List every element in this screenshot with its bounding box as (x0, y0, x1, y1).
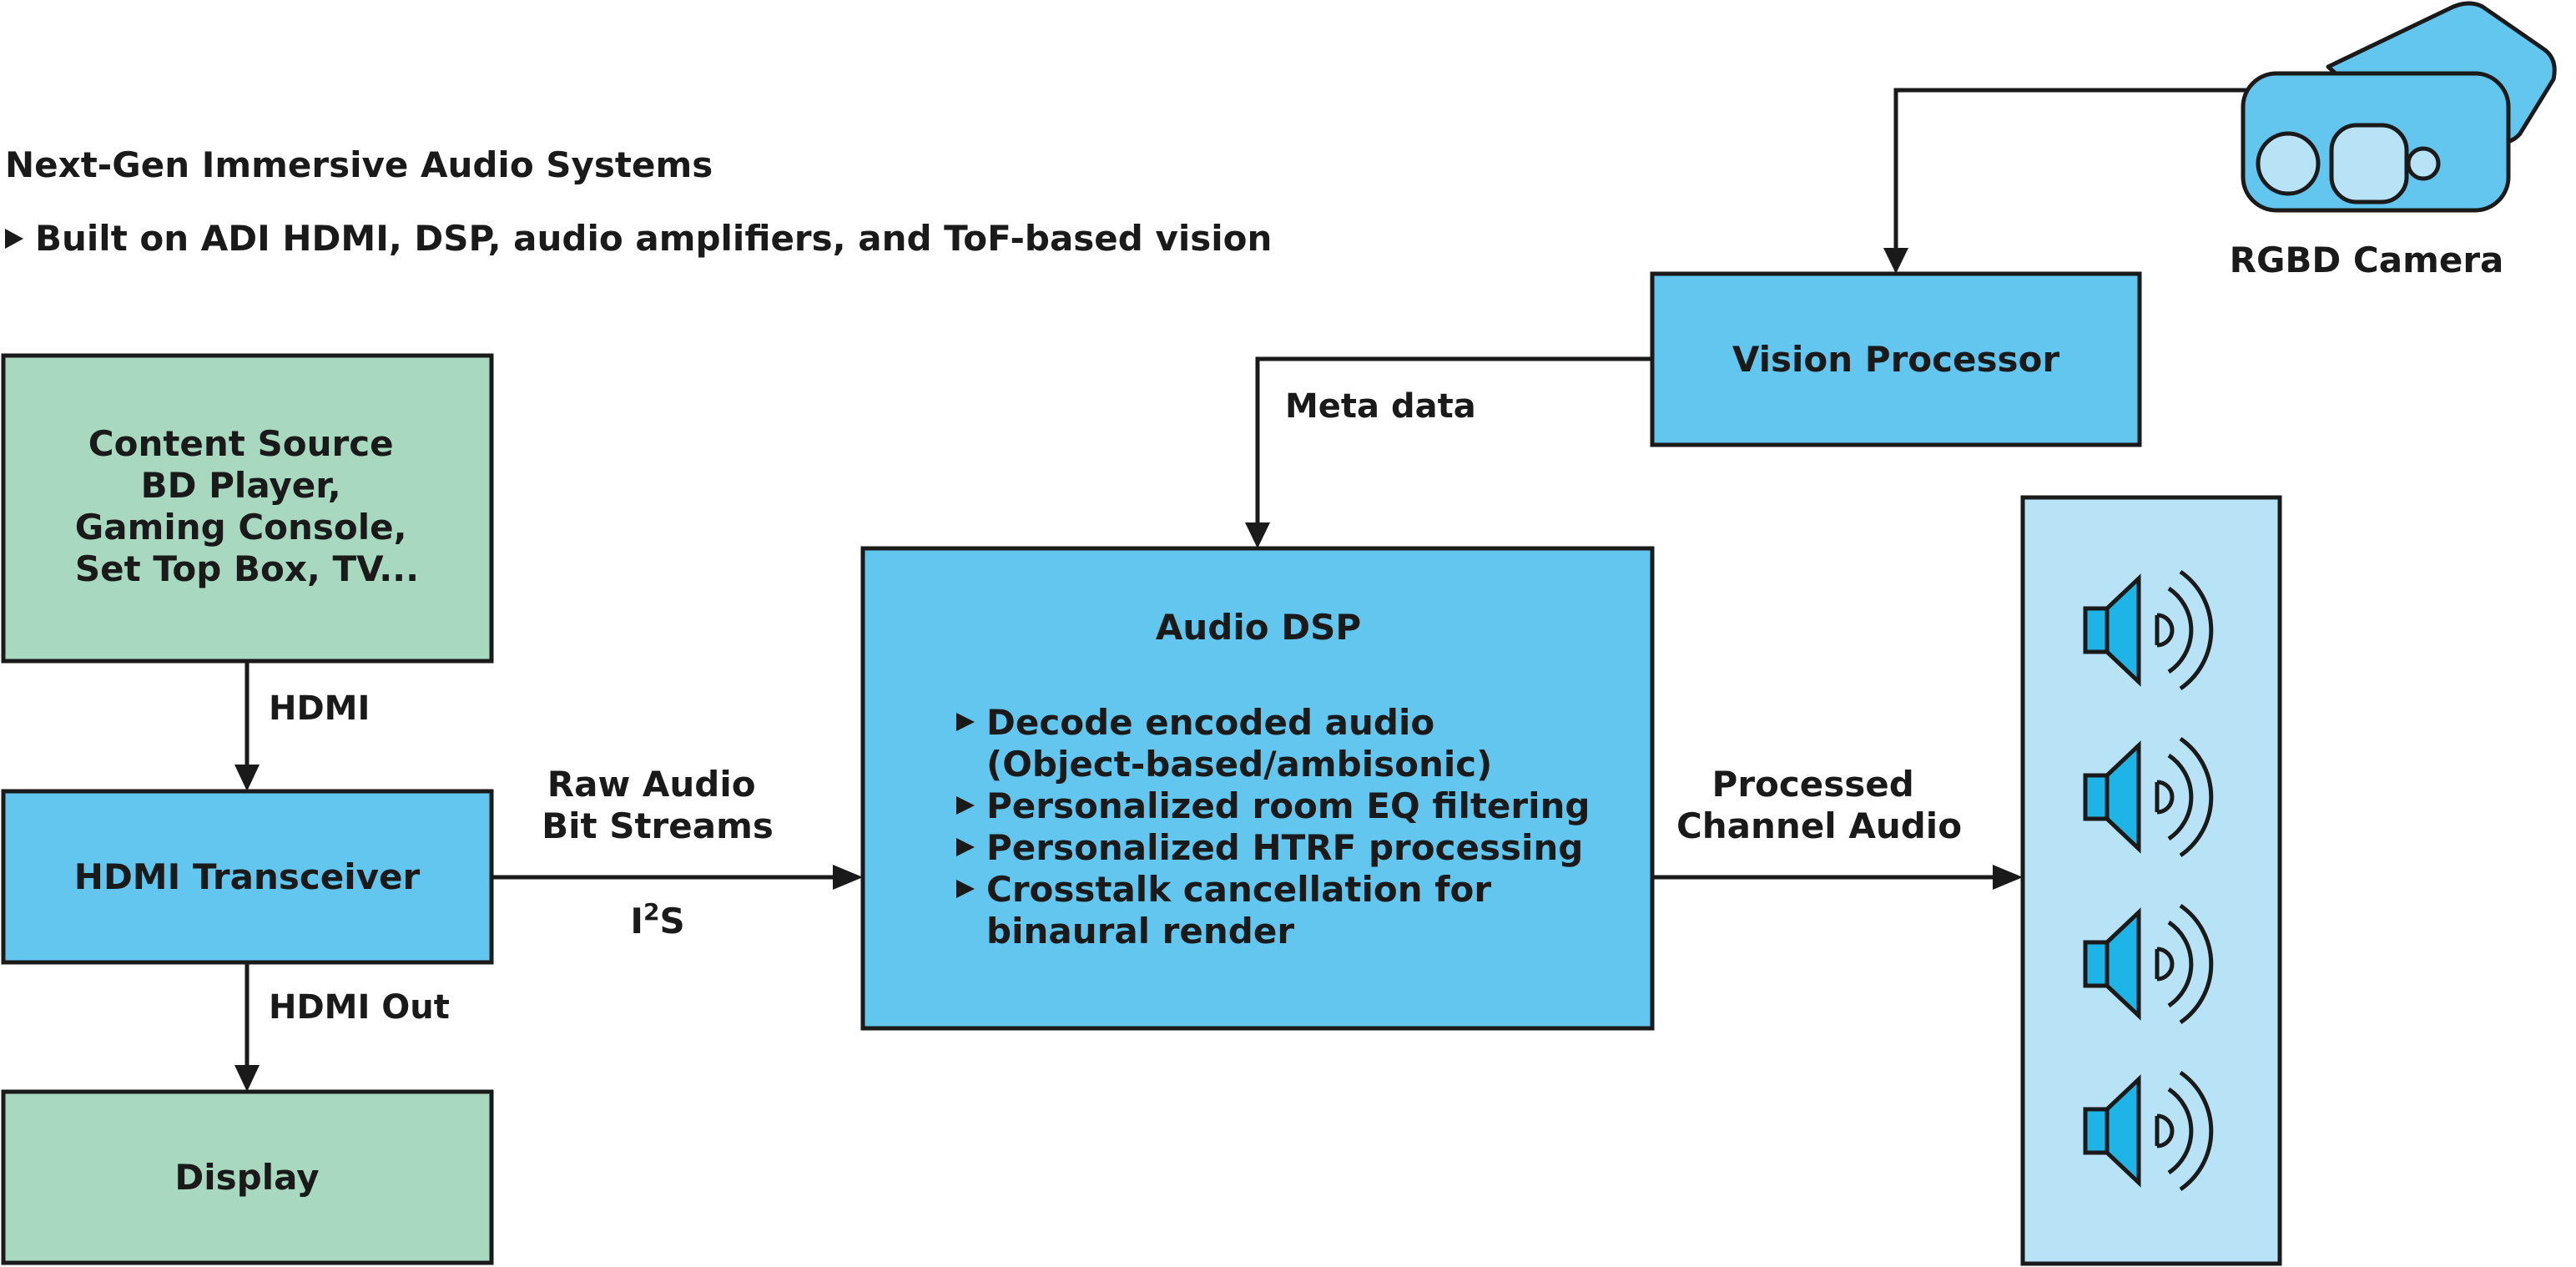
meta-data-connection: Meta data (1245, 356, 1652, 548)
vision-processor-label: Vision Processor (1732, 339, 2060, 380)
content-source-line: Set Top Box, TV... (75, 548, 419, 589)
raw-audio-label: Raw Audio (547, 764, 756, 805)
hdmi-transceiver-label: HDMI Transceiver (74, 856, 421, 897)
bullet-triangle-icon (956, 713, 975, 731)
vision-processor-block: Vision Processor (1650, 271, 2142, 447)
content-source-line: Gaming Console, (75, 507, 407, 548)
display-label: Display (174, 1157, 319, 1198)
audio-dsp-bullets: Decode encoded audio (Object-based/ambis… (956, 702, 1590, 952)
dsp-bullet-line: (Object-based/ambisonic) (986, 744, 1492, 785)
content-source-line: BD Player, (141, 465, 341, 506)
hdmi-out-connection: HDMI Out (234, 962, 450, 1092)
raw-audio-label: Bit Streams (542, 805, 774, 846)
dsp-bullet-line: Personalized room EQ filtering (986, 785, 1590, 826)
dsp-bullet-line: Decode encoded audio (986, 702, 1434, 743)
meta-data-label: Meta data (1285, 387, 1476, 426)
processed-audio-connection: Processed Channel Audio (1652, 764, 2023, 890)
svg-text:Decode encoded audio (: Decode encoded audio (Object-based/ambis… (986, 702, 1492, 785)
hdmi-transceiver-block: HDMI Transceiver (1, 789, 494, 965)
content-source-line: Content Source (88, 423, 394, 464)
camera-connection (1883, 88, 2291, 274)
bullet-triangle-icon (5, 229, 23, 249)
bullet-triangle-icon (956, 796, 975, 815)
i2s-label: I2S (630, 898, 684, 941)
camera-label: RGBD Camera (2230, 240, 2504, 280)
dsp-bullet-line: Personalized HTRF processing (986, 827, 1583, 868)
hdmi-out-label: HDMI Out (269, 988, 450, 1027)
processed-audio-label: Processed (1712, 764, 1914, 805)
hdmi-label: HDMI (269, 689, 370, 728)
bullet-triangle-icon (956, 880, 975, 898)
content-source-block: Content Source BD Player, Gaming Console… (1, 353, 494, 664)
svg-text:Raw Audio Bit Streams: Raw Audio Bit Streams (542, 764, 774, 846)
svg-text:Crosstalk cancellation for: Crosstalk cancellation for binaural rend… (986, 869, 1504, 952)
dsp-bullet-line: binaural render (986, 911, 1294, 952)
svg-text:Content Source BD Player: Content Source BD Player, Gaming Console… (75, 423, 419, 589)
audio-dsp-block: Audio DSP Decode encoded audio (Object-b… (860, 546, 1655, 1031)
page-title: Next-Gen Immersive Audio Systems (5, 144, 713, 185)
processed-audio-label: Channel Audio (1676, 805, 1962, 846)
raw-audio-connection: Raw Audio Bit Streams I2S (492, 764, 863, 941)
subtitle-text: Built on ADI HDMI, DSP, audio amplifiers… (35, 218, 1272, 259)
display-block: Display (1, 1089, 494, 1265)
bullet-triangle-icon (956, 838, 975, 856)
subtitle: Built on ADI HDMI, DSP, audio amplifiers… (5, 218, 1272, 259)
audio-dsp-title: Audio DSP (1156, 607, 1361, 648)
hdmi-connection: HDMI (234, 661, 370, 791)
camera-icon (2241, 1, 2557, 213)
svg-text:Processed Channel Audio: Processed Channel Audio (1676, 764, 1962, 846)
speaker-panel (2020, 495, 2282, 1266)
dsp-bullet-line: Crosstalk cancellation for (986, 869, 1491, 910)
